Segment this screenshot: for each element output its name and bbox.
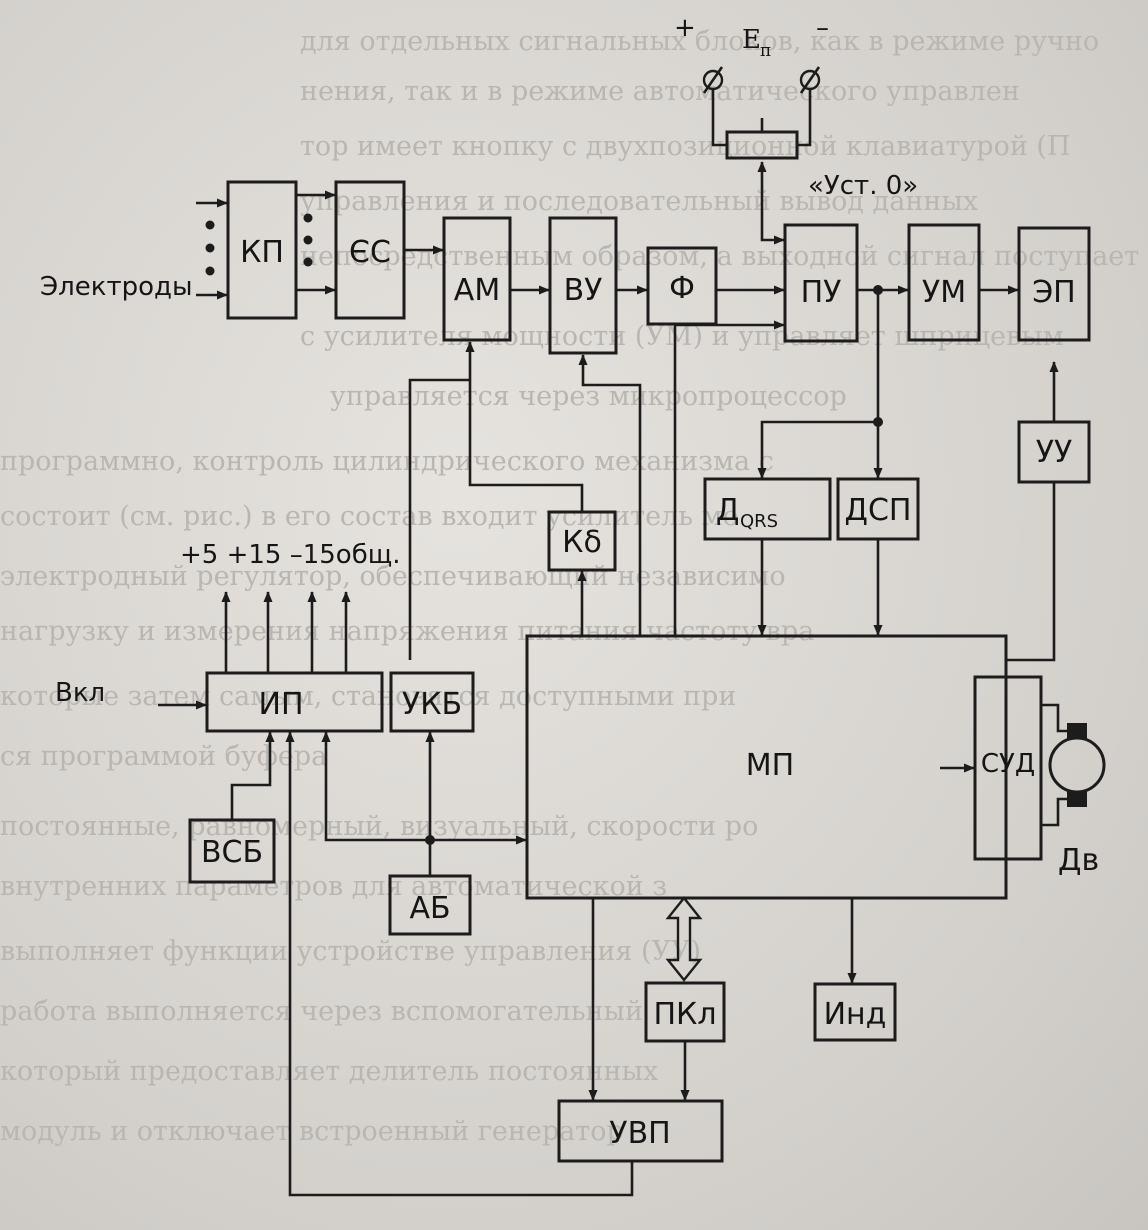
block-mp: МП bbox=[525, 634, 1008, 900]
block-pu: ПУ bbox=[783, 223, 859, 343]
svg-text:МП: МП bbox=[746, 748, 794, 783]
svg-text:ЭП: ЭП bbox=[1032, 275, 1076, 310]
svg-text:ПУ: ПУ bbox=[801, 275, 842, 310]
ghost-line: работа выполняется через вспомогательный bbox=[0, 996, 643, 1027]
block-sud: СУД bbox=[973, 675, 1043, 861]
block-pkl: ПКл bbox=[644, 981, 726, 1043]
svg-text:Д: Д bbox=[716, 493, 739, 528]
ghost-line: программно, контроль цилиндрического мех… bbox=[0, 446, 774, 477]
block-dqrs: Д QRS bbox=[703, 477, 832, 541]
svg-text:УУ: УУ bbox=[1036, 435, 1073, 470]
svg-text:QRS: QRS bbox=[740, 511, 778, 532]
block-ind: Инд bbox=[813, 982, 897, 1042]
block-ss: ЄС bbox=[334, 180, 406, 320]
svg-text:УВП: УВП bbox=[609, 1116, 670, 1151]
electrode-dot bbox=[205, 266, 215, 276]
svg-text:ВСБ: ВСБ bbox=[201, 835, 263, 870]
svg-text:ИП: ИП bbox=[259, 687, 304, 722]
ep-subscript: п bbox=[760, 41, 771, 61]
bidirectional-bus bbox=[665, 896, 703, 982]
ust0-label: «Уст. 0» bbox=[808, 171, 918, 201]
block-ukb: УКБ bbox=[389, 671, 475, 733]
ghost-line: модуль и отключает встроенный генератор bbox=[0, 1116, 624, 1147]
svg-text:ДСП: ДСП bbox=[845, 493, 912, 528]
block-kp: КП bbox=[226, 180, 298, 320]
block-ip: ИП bbox=[205, 671, 384, 733]
bus-dot bbox=[303, 235, 313, 245]
ghost-line: состоит (см. рис.) в его состав входит у… bbox=[0, 501, 739, 532]
ghost-line: для отдельных сигнальных блоков, как в р… bbox=[300, 26, 1099, 57]
bleed-through-text: для отдельных сигнальных блоков, как в р… bbox=[0, 26, 1139, 1147]
supply-voltages: +5 +15 –15общ. bbox=[180, 540, 401, 570]
ghost-line: непосредственным образом, а выходной сиг… bbox=[300, 241, 1139, 272]
ghost-line: электродный регулятор, обеспечивающий не… bbox=[0, 561, 786, 592]
ghost-line: которые затем самым, становятся доступны… bbox=[0, 681, 736, 712]
ghost-line: который предоставляет делитель постоянны… bbox=[0, 1056, 658, 1087]
electrode-dot bbox=[205, 243, 215, 253]
zero-setting-potentiometer: + E п – «Уст. 0» bbox=[674, 13, 918, 245]
block-kdelta: Кδ bbox=[547, 510, 617, 572]
block-uu: УУ bbox=[1017, 420, 1091, 484]
ghost-line: тор имеет кнопку с двухпозиционной клави… bbox=[300, 131, 1071, 162]
block-vsb: ВСБ bbox=[188, 818, 276, 884]
svg-text:Кδ: Кδ bbox=[562, 525, 602, 560]
svg-text:АБ: АБ bbox=[409, 891, 450, 926]
bus-dot bbox=[303, 257, 313, 267]
svg-text:Ф: Ф bbox=[669, 271, 695, 306]
svg-text:АМ: АМ bbox=[454, 273, 500, 308]
block-am: АМ bbox=[442, 216, 512, 342]
electrode-input: Электроды bbox=[40, 198, 228, 302]
electrode-dot bbox=[205, 220, 215, 230]
ghost-line: ся программой буфера bbox=[0, 741, 327, 772]
block-uvp: УВП bbox=[557, 1099, 724, 1163]
svg-text:УКБ: УКБ bbox=[402, 687, 462, 722]
supply-outputs: +5 +15 –15общ. bbox=[180, 540, 401, 672]
svg-text:СУД: СУД bbox=[981, 749, 1035, 779]
ghost-line: выполняет функции устройстве управления … bbox=[0, 936, 701, 967]
svg-text:КП: КП bbox=[240, 235, 284, 270]
bus-dot bbox=[303, 213, 313, 223]
ghost-line: нения, так и в режиме автоматического уп… bbox=[300, 76, 1020, 107]
ghost-line: нагрузку и измерения напряжения питания … bbox=[0, 616, 814, 647]
svg-text:Инд: Инд bbox=[824, 997, 887, 1032]
motor-icon: Дв bbox=[1041, 703, 1106, 878]
block-vu: ВУ bbox=[548, 216, 618, 355]
svg-text:ПКл: ПКл bbox=[653, 997, 716, 1032]
minus-sign: – bbox=[816, 13, 829, 43]
ghost-line: постоянные, равномерный, визуальный, ско… bbox=[0, 811, 758, 842]
plus-sign: + bbox=[674, 13, 696, 43]
vkl-label: Вкл bbox=[55, 678, 105, 708]
block-ep: ЭП bbox=[1017, 226, 1091, 342]
svg-text:УМ: УМ bbox=[922, 275, 966, 310]
block-dsp: ДСП bbox=[836, 477, 920, 541]
ghost-line: управления и последовательный вывод данн… bbox=[300, 186, 978, 217]
svg-text:ВУ: ВУ bbox=[564, 273, 603, 308]
motor-label: Дв bbox=[1058, 843, 1099, 878]
electrodes-label: Электроды bbox=[40, 272, 193, 302]
block-um: УМ bbox=[907, 223, 981, 342]
svg-text:ЄС: ЄС bbox=[349, 235, 391, 270]
ep-label: E bbox=[742, 25, 761, 55]
